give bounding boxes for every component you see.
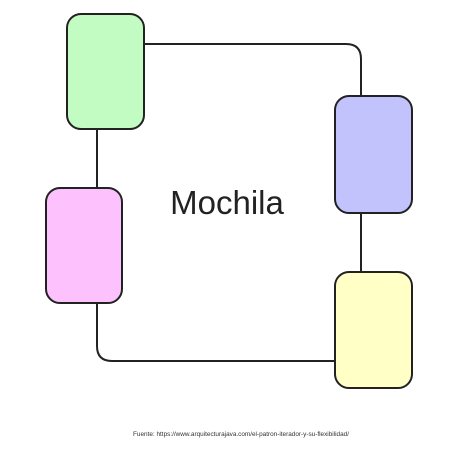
diagram-title: Mochila	[170, 184, 284, 221]
connector-pink-yellow	[96, 302, 336, 362]
source-caption: Fuente: https://www.arquitecturajava.com…	[133, 431, 349, 438]
block-purple	[334, 95, 413, 214]
connectors	[96, 43, 362, 362]
block-pink	[45, 187, 123, 304]
connector-green-purple	[143, 43, 362, 97]
block-green	[66, 13, 145, 130]
block-yellow	[334, 271, 413, 389]
